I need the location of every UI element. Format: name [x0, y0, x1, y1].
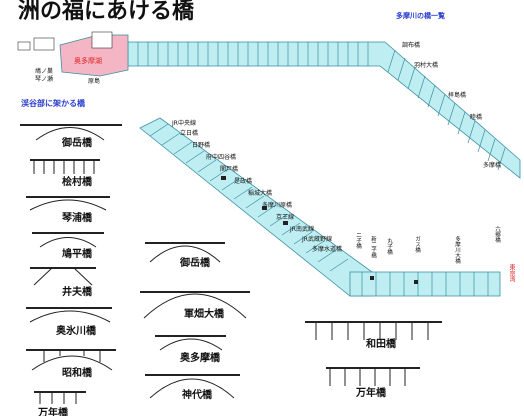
- middle-label: 立日橋: [180, 130, 199, 137]
- mouth-label: 東京湾: [508, 264, 515, 282]
- upper-right-label: 羽村大橋: [414, 62, 439, 69]
- middle-label: 関戸橋: [220, 166, 239, 173]
- river-lower: [349, 271, 501, 297]
- lower-label: 丸子橋: [386, 238, 392, 255]
- middle-label: 多摩川原橋: [262, 202, 293, 209]
- bridge-name: 井夫橋: [62, 287, 92, 298]
- upper-label: 鳩ノ巣: [35, 68, 54, 75]
- bridge-name: 万年橋: [38, 408, 68, 416]
- bridge-name: 奥多摩橋: [180, 353, 220, 364]
- river-middle: [139, 117, 373, 297]
- lower-label: 多摩川大橋: [454, 236, 460, 264]
- section-title: 渓谷部に架かる橋: [21, 99, 85, 108]
- bridge-name: 和田橋: [366, 339, 396, 350]
- lower-label: 二子橋: [355, 232, 361, 249]
- diagram-title: 多摩川の橋一覧: [396, 12, 445, 20]
- middle-label: 是政橋: [234, 178, 253, 185]
- lake-label: 奥多摩湖: [74, 57, 102, 65]
- bridge-name: 昭和橋: [62, 368, 92, 379]
- bridge-name: 神代橋: [182, 390, 212, 401]
- bridge-name: 桧村橋: [62, 177, 92, 188]
- bridge-name: 奥氷川橋: [56, 326, 96, 337]
- bridge-name: 万年橋: [356, 388, 386, 399]
- middle-label: JR南武線: [290, 226, 314, 233]
- middle-label: 京王線: [276, 214, 295, 221]
- upper-label: 琴ノ瀬: [35, 76, 54, 83]
- middle-label: JR中央線: [172, 120, 196, 127]
- upper-label: 原島: [88, 78, 101, 85]
- middle-label: 府中四谷橋: [206, 154, 237, 161]
- upper-right-label: 調布橋: [402, 42, 421, 49]
- upper-right-label: 拝島橋: [448, 92, 467, 99]
- bridge-name: 御岳橋: [180, 258, 210, 269]
- page-heading: 洲の福にあける橋: [18, 0, 195, 24]
- bridge-name: 御岳橋: [62, 138, 92, 149]
- source-building: [33, 37, 55, 51]
- bridge-name: 琴浦橋: [62, 213, 92, 224]
- lake-dam: [91, 31, 113, 49]
- source-building: [17, 41, 31, 51]
- upper-right-label: 睦橋: [470, 114, 483, 121]
- middle-label: 稲城大橋: [248, 190, 273, 197]
- lower-label: 新二子橋: [370, 236, 376, 258]
- bridge-name: 鳩平橋: [62, 249, 92, 260]
- middle-label: JR武蔵野線: [302, 236, 332, 243]
- lower-label: 六郷橋: [494, 226, 500, 243]
- upper-right-label: 多摩橋: [483, 162, 502, 169]
- bridge-name: 軍畑大橋: [184, 309, 224, 320]
- middle-label: 多摩水道橋: [312, 246, 343, 253]
- lower-label: ガス橋: [414, 236, 420, 253]
- middle-label: 日野橋: [192, 142, 211, 149]
